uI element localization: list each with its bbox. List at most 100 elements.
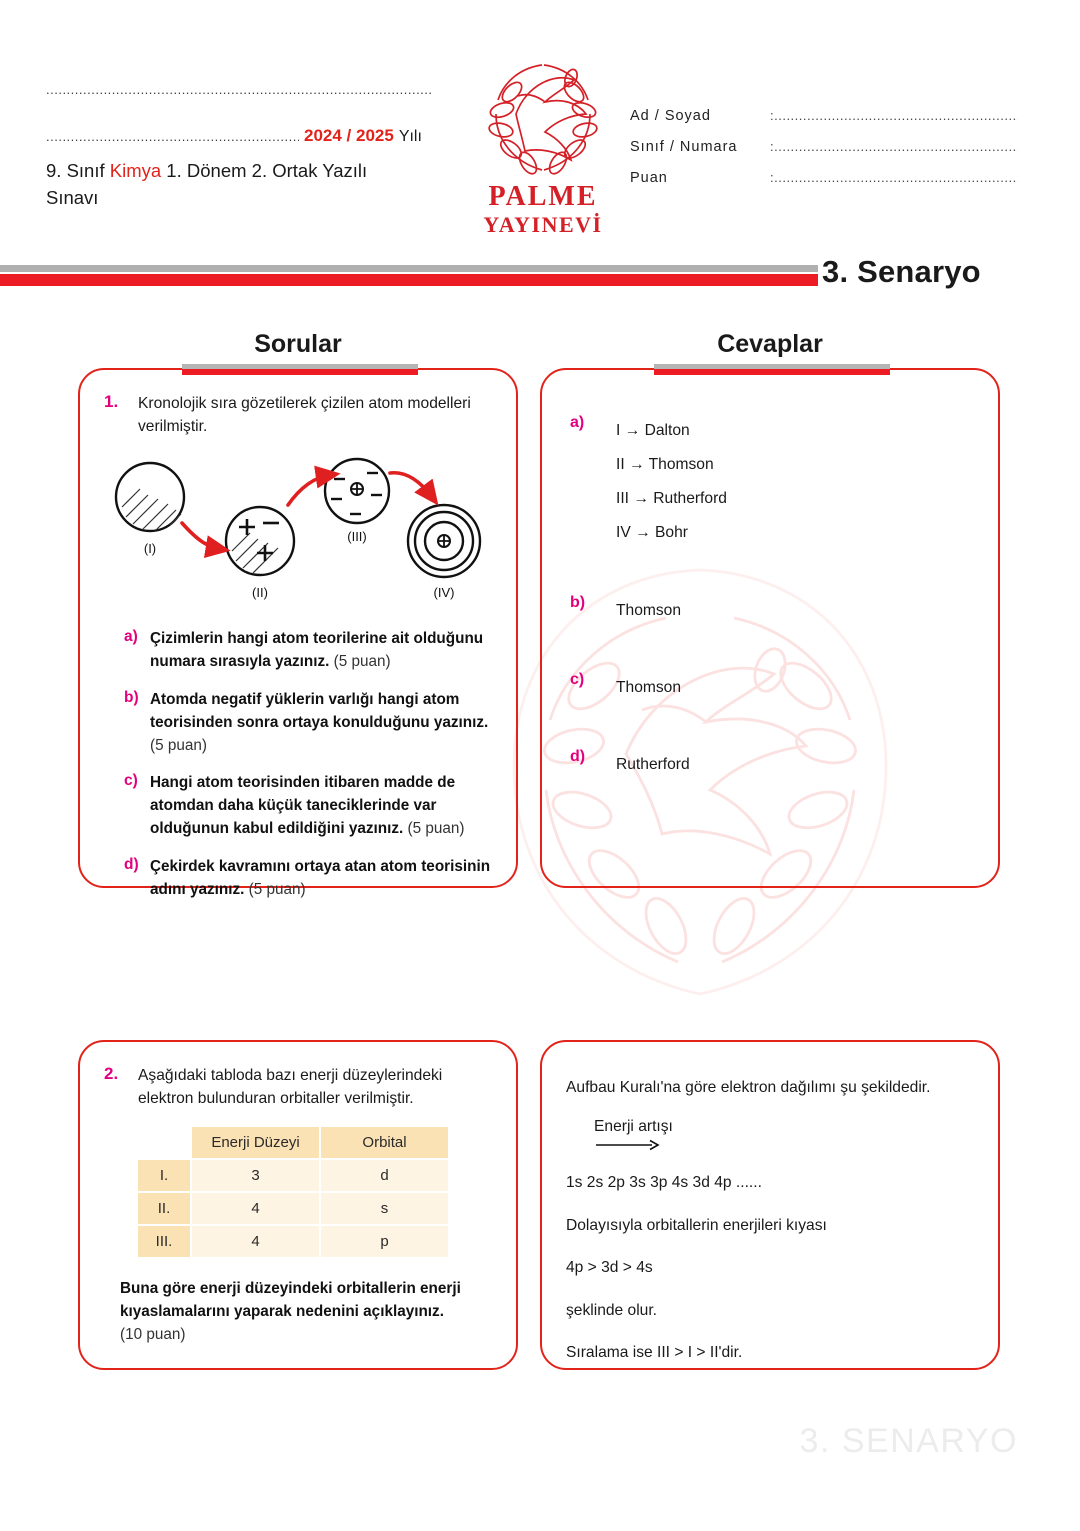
student-info-block: Ad / Soyad :............................… — [630, 108, 1030, 201]
question-1-subquestions: a) Çizimlerin hangi atom teorilerine ait… — [80, 614, 516, 902]
atom-model-label-3: (III) — [347, 529, 367, 544]
table-cell-energy-3: 4 — [192, 1225, 319, 1257]
logo-text-yayinevi: YAYINEVİ — [483, 212, 603, 237]
scenario-divider: 3. Senaryo — [0, 254, 1080, 296]
question-2-stem-row: 2. Aşağıdaki tabloda bazı enerji düzeyle… — [80, 1042, 516, 1111]
card-top-bar-red — [182, 369, 418, 375]
atom-model-label-1: (I) — [144, 541, 156, 556]
subquestion-b-body: Atomda negatif yüklerin varlığı hangi at… — [150, 690, 489, 731]
question-2-prompt: Buna göre enerji düzeyindeki orbitalleri… — [80, 1259, 516, 1347]
subquestion-b-label: b) — [124, 688, 139, 706]
question-2-card: 2. Aşağıdaki tabloda bazı enerji düzeyle… — [78, 1040, 518, 1370]
question-1-number: 1. — [104, 392, 119, 411]
atom-model-label-2: (II) — [252, 585, 268, 600]
ad-soyad-label: Ad / Soyad — [630, 108, 711, 124]
energy-increase-label: Enerji artışı — [594, 1118, 673, 1136]
answer-2-intro: Aufbau Kuralı'na göre elektron dağılımı … — [566, 1079, 931, 1096]
card-top-bar-red — [654, 369, 890, 375]
atom-model-2-circle — [224, 505, 296, 576]
answer-2-line-3: şeklinde olur. — [566, 1301, 658, 1319]
puan-label: Puan — [630, 170, 668, 186]
question-2-content: 2. Aşağıdaki tabloda bazı enerji düzeyle… — [80, 1042, 516, 1347]
table-cell-orbital-1: d — [321, 1159, 448, 1191]
card-top-bar — [654, 364, 890, 375]
atom-model-1-circle — [114, 461, 186, 532]
divider-red-bar — [0, 274, 818, 286]
academic-year: 2024 / 2025 — [304, 126, 394, 145]
answer-c-block: c) Thomson — [558, 671, 974, 705]
question-1-stem: Kronolojik sıra gözetilerek çizilen atom… — [138, 395, 471, 436]
subquestion-b-text: Atomda negatif yüklerin varlığı hangi at… — [150, 689, 492, 758]
answer-d-lines: Rutherford — [616, 748, 690, 782]
sinif-numara-field[interactable]: :.......................................… — [770, 139, 1018, 154]
subquestion-d-body: Çekirdek kavramını ortaya atan atom teor… — [150, 858, 491, 899]
answer-b-lines: Thomson — [616, 594, 681, 628]
answer-a-block: a) I → Dalton II → Thomson III → Rutherf… — [558, 414, 974, 550]
table-row-label-2: II. — [138, 1192, 190, 1224]
table-cell-orbital-3: p — [321, 1225, 448, 1257]
answer-c-lines: Thomson — [616, 671, 681, 705]
palme-logo: PALME YAYINEVİ — [458, 52, 628, 238]
subquestion-c-points: (5 puan) — [407, 820, 465, 838]
subquestion-d-text: Çekirdek kavramını ortaya atan atom teor… — [150, 856, 492, 902]
answer-a-label: a) — [570, 414, 585, 431]
dove-wreath-icon — [488, 64, 598, 175]
question-2-points: (10 puan) — [120, 1326, 186, 1344]
answer-spacer — [558, 550, 974, 594]
student-info-row: Sınıf / Numara :........................… — [630, 139, 1030, 170]
answer-a-line-3: III → Rutherford — [616, 490, 727, 507]
table-header-orbital: Orbital — [321, 1126, 448, 1158]
subquestion-a-label: a) — [124, 627, 138, 645]
answer-spacer — [558, 705, 974, 748]
table-row-label-1: I. — [138, 1159, 190, 1191]
subquestion-d: d) Çekirdek kavramını ortaya atan atom t… — [124, 856, 492, 902]
answer-1-card: a) I → Dalton II → Thomson III → Rutherf… — [540, 364, 1000, 888]
atom-models-diagram: (I) (II) (III) (IV) — [102, 449, 516, 614]
atom-model-3-circle — [323, 457, 391, 524]
question-2-stem: Aşağıdaki tabloda bazı enerji düzeylerin… — [138, 1067, 443, 1108]
student-info-row: Puan :..................................… — [630, 170, 1030, 201]
answer-2-content: Aufbau Kuralı'na göre elektron dağılımı … — [542, 1042, 998, 1364]
subquestion-c-text: Hangi atom teorisinden itibaren madde de… — [150, 772, 492, 841]
card-top-bar — [182, 364, 418, 375]
answer-d-label: d) — [570, 748, 586, 765]
orbital-table: Enerji Düzeyi Orbital I. 3 d II. 4 s III… — [136, 1125, 450, 1259]
table-row: I. 3 d — [138, 1159, 448, 1191]
answer-b-text: Thomson — [616, 602, 682, 619]
atom-model-4-nucleus — [437, 533, 451, 548]
answer-a-line-4: IV → Bohr — [616, 524, 688, 541]
atom-model-label-4: (IV) — [434, 585, 455, 600]
answer-a-line-2: II → Thomson — [616, 456, 714, 473]
table-cell-energy-2: 4 — [192, 1192, 319, 1224]
puan-field[interactable]: :.......................................… — [770, 170, 1018, 185]
atom-model-4-outer — [406, 503, 482, 578]
ad-soyad-field[interactable]: :.......................................… — [770, 108, 1018, 123]
exam-title-subject: Kimya — [109, 160, 162, 181]
exam-title: 9. Sınıf Kimya 1. Dönem 2. Ortak Yazılı … — [46, 158, 376, 212]
atom-model-2-charges — [239, 518, 279, 561]
table-row: III. 4 p — [138, 1225, 448, 1257]
answer-2-comparison: 4p > 3d > 4s — [566, 1259, 653, 1277]
answer-2-line-2: Dolayısıyla orbitallerin enerjileri kıya… — [566, 1216, 827, 1234]
answer-b-label: b) — [570, 594, 586, 611]
exam-title-rest: 1. Dönem 2. Ortak Yazılı Sınavı — [46, 160, 368, 208]
subquestion-d-points: (5 puan) — [248, 881, 306, 899]
answer-c-text: Thomson — [616, 679, 682, 696]
school-blank-line: ........................................… — [46, 82, 431, 97]
questions-column-heading: Sorular — [254, 330, 342, 358]
subquestion-a-text: Çizimlerin hangi atom teorilerine ait ol… — [150, 628, 492, 674]
exam-title-grade: 9. Sınıf — [46, 160, 110, 181]
atom-model-4-middle — [413, 510, 475, 571]
header-left-block: ........................................… — [46, 80, 446, 212]
logo-text-palme: PALME — [488, 181, 598, 212]
question-1-card: 1. Kronolojik sıra gözetilerek çizilen a… — [78, 364, 518, 898]
answer-c-label: c) — [570, 671, 585, 688]
table-corner-cell — [138, 1127, 190, 1158]
question-2-number: 2. — [104, 1064, 119, 1083]
atom-model-4-inner — [423, 520, 465, 561]
year-blank-dots: ........................................… — [46, 129, 299, 144]
atom-diagram-arrows — [180, 465, 439, 558]
question-2-prompt-text: Buna göre enerji düzeyindeki orbitalleri… — [120, 1279, 461, 1321]
answer-a-line-1: I → Dalton — [616, 422, 690, 439]
student-info-row: Ad / Soyad :............................… — [630, 108, 1030, 139]
